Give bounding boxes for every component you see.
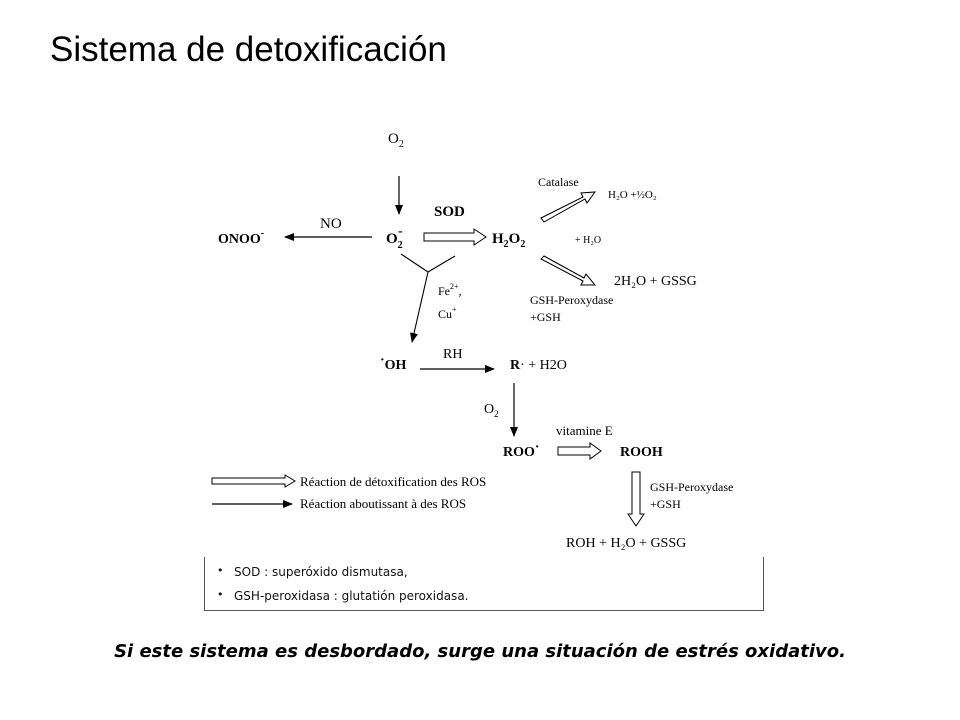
note-item: GSH-peroxidasa : glutatión peroxidasa. bbox=[217, 588, 468, 603]
legend-detox-label: Réaction de détoxification des ROS bbox=[300, 474, 486, 489]
catalase-detox-arrow bbox=[540, 191, 597, 223]
peroxyl-radical-label: ROO· bbox=[503, 440, 540, 460]
iron-label: Fe2+, bbox=[438, 282, 462, 298]
fenton-line-left bbox=[400, 253, 429, 273]
legend-detox-arrow bbox=[211, 474, 296, 488]
vitamine-e-label: vitamine E bbox=[556, 423, 613, 438]
abbreviations-box: SOD : superóxido dismutasa, GSH-peroxida… bbox=[204, 557, 764, 611]
plus-gsh-label-1: +GSH bbox=[530, 310, 561, 324]
h2o2-label: H2O2 bbox=[492, 231, 525, 250]
catalase-product-label: H₂O +½O₂ bbox=[608, 189, 657, 201]
hydroperoxide-label: ROOH bbox=[620, 445, 663, 460]
superoxide-charge: - bbox=[398, 224, 403, 239]
sod-label: SOD bbox=[434, 204, 465, 220]
gsh-peroxydase-label-1: GSH-Peroxydase bbox=[530, 293, 613, 307]
plus-gsh-label-2: +GSH bbox=[650, 497, 681, 511]
hydroxyl-radical-label: ·OH bbox=[380, 353, 407, 373]
copper-label: Cu+ bbox=[438, 305, 457, 321]
arrow-to-hydroxyl bbox=[410, 271, 429, 343]
alkyl-radical-label: R· + H2O bbox=[510, 358, 567, 373]
page-title: Sistema de detoxificación bbox=[50, 30, 447, 69]
gsh-peroxydase-label-2: GSH-Peroxydase bbox=[650, 480, 733, 494]
vitamine-e-detox-arrow bbox=[557, 442, 602, 460]
superoxide-label: O2 bbox=[386, 231, 403, 251]
rh-label: RH bbox=[443, 347, 462, 362]
catalase-label: Catalase bbox=[538, 175, 579, 189]
gsh-product-label: 2H₂O + GSSG bbox=[614, 274, 697, 289]
legend-ros-label: Réaction aboutissant à des ROS bbox=[300, 496, 466, 511]
o2-top-label: O2 bbox=[388, 131, 404, 150]
fenton-line-right bbox=[427, 255, 456, 273]
conclusion-text: Si este sistema es desbordado, surge una… bbox=[114, 641, 846, 662]
gsh-peroxydase-detox-arrow bbox=[540, 255, 597, 286]
note-item: SOD : superóxido dismutasa, bbox=[217, 564, 408, 579]
o2-middle-label: O2 bbox=[484, 402, 499, 419]
no-label: NO bbox=[320, 216, 342, 232]
sod-detox-arrow bbox=[423, 228, 487, 246]
gsh-peroxydase-detox-arrow-2 bbox=[627, 471, 645, 527]
peroxynitrite-label: ONOO- bbox=[218, 228, 264, 247]
plus-h2o-label: + H₂O bbox=[575, 235, 601, 246]
final-products-label: ROH + H₂O + GSSG bbox=[566, 536, 686, 551]
